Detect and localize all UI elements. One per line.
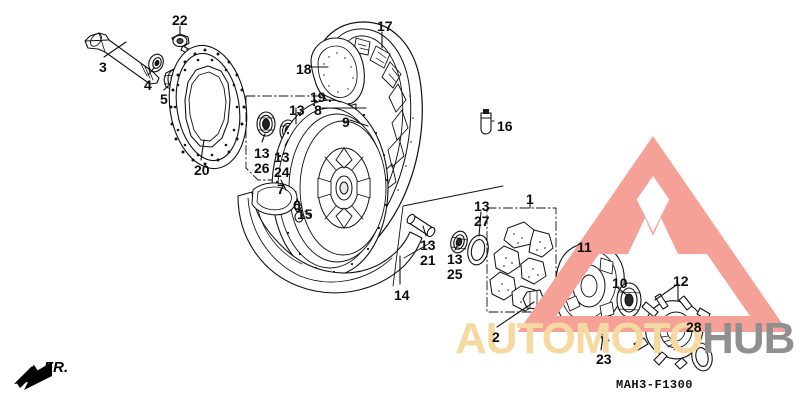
- callout-number-2: 2: [492, 329, 500, 345]
- callout-number-4: 4: [144, 77, 152, 93]
- callout-number-13-26: 13 26: [254, 145, 270, 176]
- callout-number-19: 19: [310, 89, 326, 105]
- callout-number-22: 22: [172, 12, 188, 28]
- part-rubber-bush: [522, 289, 545, 310]
- group-bracket-seal-kit: [392, 185, 504, 287]
- callout-number-10: 10: [612, 275, 628, 291]
- part-side-collar: [148, 53, 164, 73]
- front-direction-arrow-icon: [14, 362, 52, 390]
- callout-number-14: 14: [394, 287, 410, 303]
- part-wheel-bearing-left: [256, 111, 276, 137]
- part-front-wheel-rim: [271, 99, 389, 277]
- front-direction-label: FR.: [44, 359, 69, 376]
- part-brake-disc: [168, 44, 248, 170]
- callout-number-7: 7: [277, 181, 285, 197]
- part-front-fender: [237, 182, 423, 294]
- callout-number-5: 5: [160, 91, 168, 107]
- callout-number-8: 8: [314, 102, 322, 118]
- part-valve: [480, 109, 492, 135]
- callout-number-23: 23: [596, 351, 612, 367]
- callout-number-13: 13: [289, 102, 305, 118]
- part-o-ring: [467, 234, 489, 266]
- part-distance-collar: [406, 213, 436, 238]
- diagram-part-number: MAH3-F1300: [616, 378, 694, 392]
- callout-number-13-24: 13 24: [274, 149, 290, 180]
- callout-number-12: 12: [673, 273, 689, 289]
- callout-number-28: 28: [686, 319, 702, 335]
- callout-number-13-21: 13 21: [420, 237, 436, 268]
- callout-number-1: 1: [526, 191, 534, 207]
- callout-number-13-25: 13 25: [447, 251, 463, 282]
- part-dust-seal: [691, 342, 713, 372]
- part-screw: [597, 315, 611, 344]
- part-rim-band: [310, 37, 365, 107]
- callout-number-20: 20: [194, 162, 210, 178]
- group-bracket-bearings: [245, 95, 323, 181]
- callout-number-18: 18: [296, 61, 312, 77]
- part-disc-bolt: [171, 33, 199, 59]
- part-axle-shaft: [84, 32, 160, 85]
- callout-number-17: 17: [377, 18, 393, 34]
- callout-number-11: 11: [577, 239, 592, 255]
- callout-number-16: 16: [497, 118, 513, 134]
- callout-number-9: 9: [342, 114, 350, 130]
- callout-number-3: 3: [99, 59, 107, 75]
- callout-number-15: 15: [297, 206, 313, 222]
- callout-number-6: 6: [293, 197, 301, 213]
- callout-number-13-27: 13 27: [474, 198, 490, 229]
